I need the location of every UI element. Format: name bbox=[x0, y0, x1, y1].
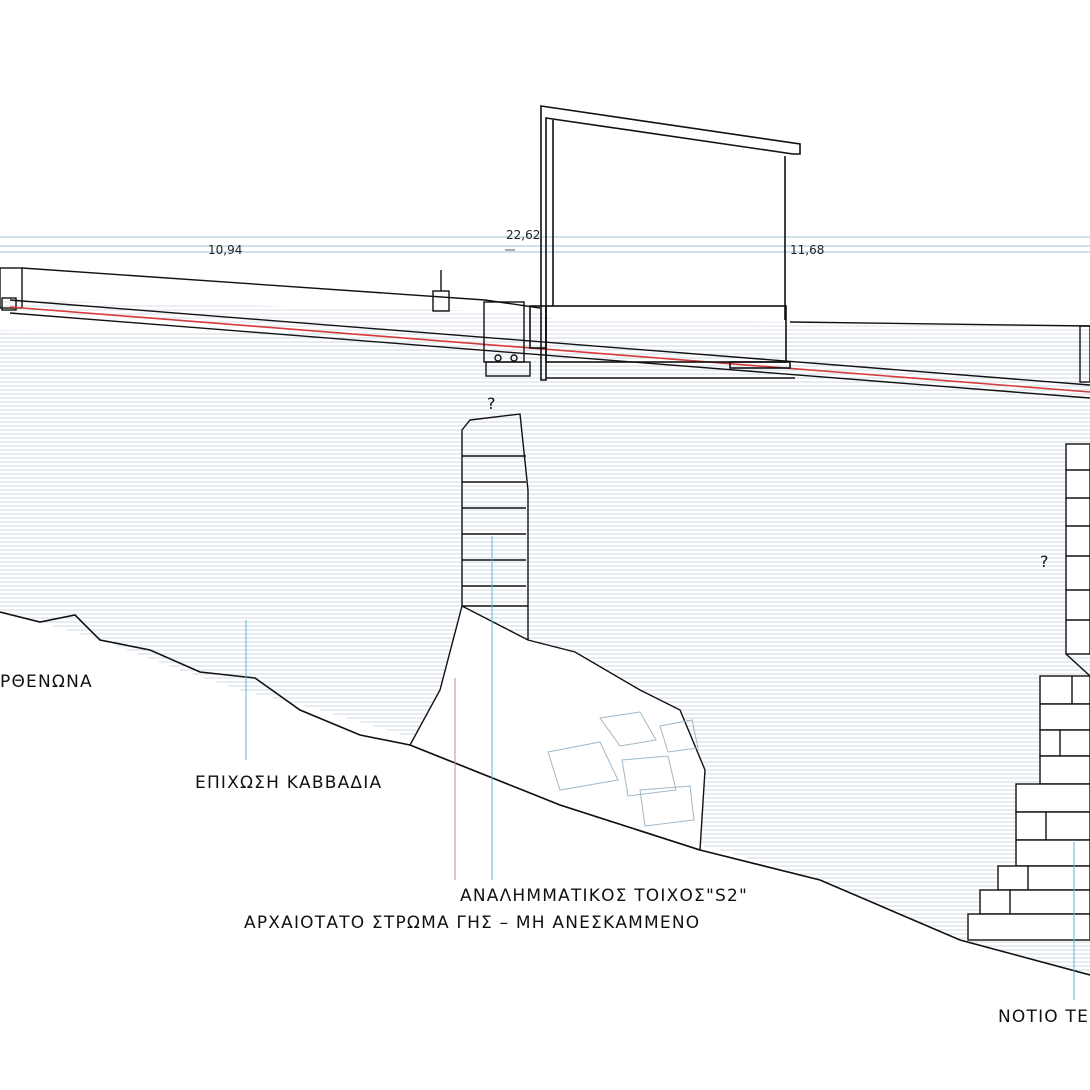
sloped-slab bbox=[9, 299, 1090, 399]
reference-lines bbox=[0, 236, 1090, 253]
central-chamber bbox=[483, 301, 531, 377]
dimension-center: 22,62 bbox=[506, 228, 541, 242]
rock-stones bbox=[547, 711, 699, 827]
right-structure bbox=[1079, 325, 1090, 383]
dimension-left: 10,94 bbox=[208, 243, 243, 257]
surface-line bbox=[21, 267, 541, 309]
oldest-layer-boundary bbox=[0, 611, 1090, 976]
label-oldest-layer: ΑΡΧΑΙΟΤΑΤΟ ΣΤΡΩΜΑ ΓΗΣ – ΜΗ ΑΝΕΣΚΑΜΜΕΝΟ bbox=[244, 913, 701, 933]
marker-box bbox=[432, 270, 450, 312]
surface-line-right bbox=[789, 321, 1090, 327]
building bbox=[529, 105, 801, 381]
south-wall bbox=[967, 443, 1090, 941]
label-south-wall: ΝΟΤΙΟ ΤΕ bbox=[998, 1007, 1090, 1027]
unknown-mark-center: ? bbox=[487, 394, 496, 413]
label-parthenon-fill: ΡΘΕΝΩΝΑ bbox=[0, 672, 93, 692]
left-structure bbox=[0, 267, 23, 311]
rock-mass bbox=[409, 604, 706, 851]
dimension-right: 11,68 bbox=[790, 243, 825, 257]
unknown-mark-right: ? bbox=[1040, 552, 1049, 571]
label-retaining-wall: ΑΝΑΛΗΜΜΑΤΙΚΟΣ ΤΟΙΧΟΣ"S2" bbox=[460, 886, 749, 906]
leader-lines bbox=[245, 536, 1075, 1000]
label-kavvadia-fill: ΕΠΙΧΩΣΗ ΚΑΒΒΑΔΙΑ bbox=[195, 773, 383, 793]
